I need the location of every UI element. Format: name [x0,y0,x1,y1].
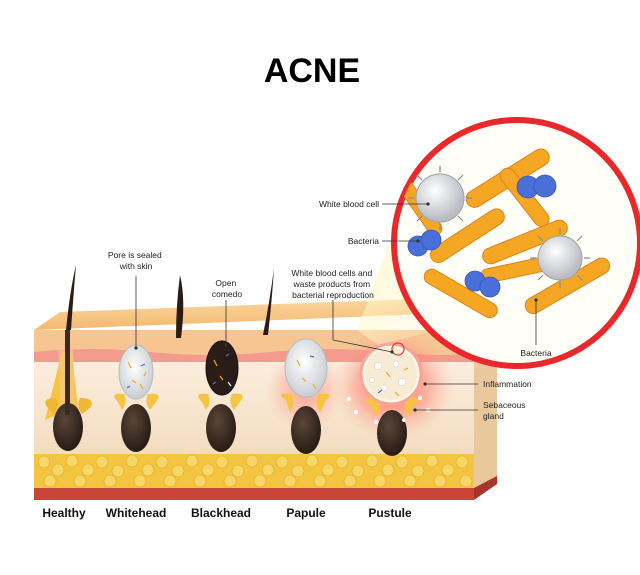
follicle-blackhead [176,275,243,452]
muscle-layer [34,488,474,500]
follicle-whitehead [114,344,159,452]
fat-cells [37,454,473,488]
follicle-papule [263,268,330,454]
label-sebaceous-gland: Sebaceous gland [483,400,528,421]
label-inflammation: Inflammation [483,379,532,389]
magnifier-beam [357,228,430,345]
label-open-comedo: Open comedo [212,278,243,299]
hair-shaft [176,275,184,338]
label-wbc-waste: White blood cells and waste products fro… [291,268,374,300]
label-pore-sealed: Pore is sealed with skin [108,250,164,271]
follicle-healthy [45,265,92,451]
white-blood-cell-top [408,166,472,230]
magnifier [391,117,640,369]
stage-label-blackhead: Blackhead [191,506,251,520]
label-bacteria-left: Bacteria [348,236,379,246]
stage-label-whitehead: Whitehead [106,506,167,520]
magnified-view [398,148,611,319]
zoom-target-marker [391,342,405,356]
label-bacteria-right: Bacteria [520,348,551,358]
leader-lines [134,202,538,412]
stage-label-pustule: Pustule [368,506,412,520]
white-blood-cell-right [530,228,590,288]
label-white-blood-cell: White blood cell [319,199,379,209]
stage-label-papule: Papule [286,506,326,520]
stage-label-healthy: Healthy [42,506,86,520]
follicle-pustule [347,342,430,456]
page-title: ACNE [264,52,360,90]
